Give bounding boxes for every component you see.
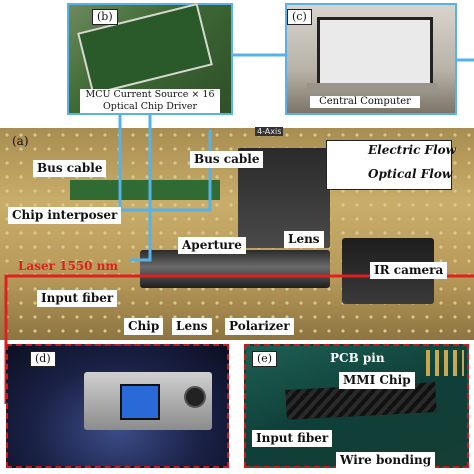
chip-interposer-label: Chip interposer	[8, 207, 122, 224]
chip-label: Chip	[124, 318, 164, 335]
legend-optical-label: Optical Flow	[368, 167, 453, 181]
flow-legend	[326, 140, 452, 190]
laptop-base	[307, 83, 437, 91]
input-fiber-e-label: Input fiber	[252, 430, 333, 447]
wire-bonding-label: Wire bonding	[336, 452, 436, 469]
legend-electric-label: Electric Flow	[368, 143, 456, 157]
panel-label-a: (a)	[12, 134, 29, 148]
laptop-screen	[317, 17, 433, 87]
input-fiber-label: Input fiber	[37, 290, 118, 307]
panel-label-e: (e)	[252, 351, 278, 367]
laser-source-display	[120, 384, 160, 420]
bus-cable-left-label: Bus cable	[33, 160, 107, 177]
laser-source-knob	[184, 386, 206, 408]
lens-bottom-label: Lens	[172, 318, 212, 335]
ir-camera-label: IR camera	[370, 262, 448, 279]
polarizer-label: Polarizer	[225, 318, 294, 335]
panel-label-d: (d)	[30, 351, 56, 367]
bus-cable-right-label: Bus cable	[190, 151, 264, 168]
lens-tube	[140, 250, 330, 288]
driver-caption-line1: MCU Current Source × 16	[85, 89, 215, 100]
computer-caption: Central Computer	[310, 96, 420, 108]
chip-closeup-panel	[244, 344, 469, 468]
pcb-pins	[426, 350, 464, 376]
lens-top-label: Lens	[284, 231, 324, 248]
laser-source-panel	[6, 344, 229, 468]
axis-tag: 4-Axis	[255, 127, 284, 136]
electric-flow-line	[130, 115, 152, 262]
panel-label-c: (c)	[287, 9, 312, 25]
pcb-pin-label: PCB pin	[330, 351, 385, 365]
mmi-chip-label: MMI Chip	[339, 372, 415, 389]
driver-caption: MCU Current Source × 16 Optical Chip Dri…	[80, 89, 220, 113]
panel-label-b: (b)	[92, 9, 118, 25]
aperture-label: Aperture	[178, 237, 246, 254]
laser-label: Laser 1550 nm	[18, 259, 119, 273]
interposer-board	[70, 180, 220, 200]
electric-flow-line	[118, 115, 212, 212]
driver-caption-line2: Optical Chip Driver	[102, 101, 198, 112]
